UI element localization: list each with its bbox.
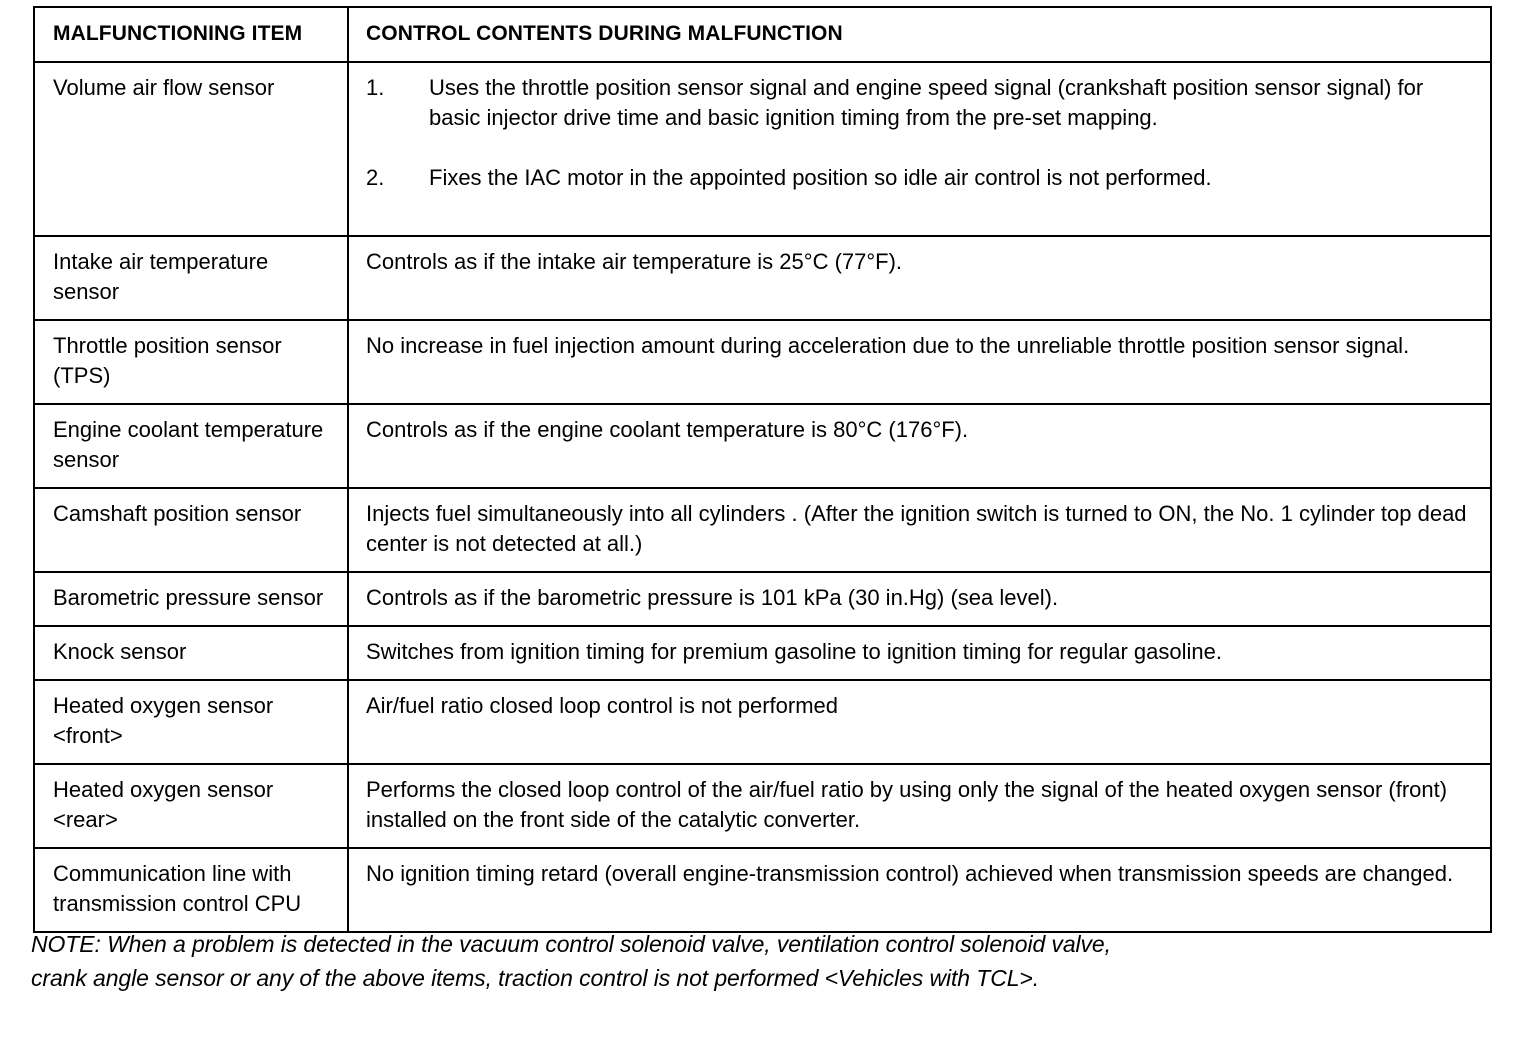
list-item-text: Uses the throttle position sensor signal… [429, 75, 1424, 130]
table-body: Volume air flow sensor 1. Uses the throt… [33, 61, 1492, 933]
table-cell-item: Intake air temperature sensor [33, 235, 349, 321]
item-text: Heated oxygen sensor <front> [53, 693, 274, 748]
list-item: 2. Fixes the IAC motor in the appointed … [366, 163, 1476, 223]
list-item-text: Fixes the IAC motor in the appointed pos… [429, 165, 1212, 190]
contents-text: Performs the closed loop control of the … [366, 777, 1448, 832]
table-cell-item: Volume air flow sensor [33, 61, 349, 237]
contents-text: Air/fuel ratio closed loop control is no… [366, 693, 839, 718]
malfunction-table: MALFUNCTIONING ITEM CONTROL CONTENTS DUR… [33, 6, 1492, 933]
table-row: Knock sensor Switches from ignition timi… [33, 625, 1492, 681]
contents-text: Controls as if the engine coolant temper… [366, 417, 969, 442]
table-cell-contents: 1. Uses the throttle position sensor sig… [347, 61, 1492, 237]
table-cell-contents: No ignition timing retard (overall engin… [347, 847, 1492, 933]
item-text: Intake air temperature sensor [53, 249, 269, 304]
table-cell-contents: Performs the closed loop control of the … [347, 763, 1492, 849]
column-header-control-contents: CONTROL CONTENTS DURING MALFUNCTION [347, 6, 1492, 63]
note-line-2: crank angle sensor or any of the above i… [31, 965, 1040, 991]
item-text: Throttle position sensor (TPS) [53, 333, 282, 388]
item-text: Communication line with transmission con… [53, 861, 302, 916]
table-row: Engine coolant temperature sensor Contro… [33, 403, 1492, 489]
table-row: Barometric pressure sensor Controls as i… [33, 571, 1492, 627]
table-cell-item: Engine coolant temperature sensor [33, 403, 349, 489]
table-cell-contents: No increase in fuel injection amount dur… [347, 319, 1492, 405]
table-cell-item: Camshaft position sensor [33, 487, 349, 573]
list-item: 1. Uses the throttle position sensor sig… [366, 73, 1476, 163]
table-row: Heated oxygen sensor <rear> Performs the… [33, 763, 1492, 849]
table-cell-item: Heated oxygen sensor <front> [33, 679, 349, 765]
contents-text: Controls as if the barometric pressure i… [366, 585, 1059, 610]
contents-text: Switches from ignition timing for premiu… [366, 639, 1222, 664]
table-row: Heated oxygen sensor <front> Air/fuel ra… [33, 679, 1492, 765]
table-cell-contents: Injects fuel simultaneously into all cyl… [347, 487, 1492, 573]
table-cell-contents: Controls as if the intake air temperatur… [347, 235, 1492, 321]
contents-text: Injects fuel simultaneously into all cyl… [366, 501, 1467, 556]
item-text: Heated oxygen sensor <rear> [53, 777, 274, 832]
contents-list-wrapper: 1. Uses the throttle position sensor sig… [349, 63, 1490, 235]
table-header: MALFUNCTIONING ITEM CONTROL CONTENTS DUR… [33, 6, 1492, 63]
table-cell-contents: Controls as if the barometric pressure i… [347, 571, 1492, 627]
table-cell-item: Knock sensor [33, 625, 349, 681]
table-header-row: MALFUNCTIONING ITEM CONTROL CONTENTS DUR… [33, 6, 1492, 63]
note-block: NOTE: When a problem is detected in the … [31, 927, 1491, 995]
column-header-control-contents-text: CONTROL CONTENTS DURING MALFUNCTION [366, 22, 843, 45]
table-row: Communication line with transmission con… [33, 847, 1492, 933]
table-cell-item: Communication line with transmission con… [33, 847, 349, 933]
contents-text: No increase in fuel injection amount dur… [366, 333, 1410, 358]
item-text: Volume air flow sensor [53, 75, 275, 100]
item-text: Knock sensor [53, 639, 187, 664]
list-item-number: 1. [366, 75, 385, 100]
contents-text: Controls as if the intake air temperatur… [366, 249, 903, 274]
table-cell-contents: Switches from ignition timing for premiu… [347, 625, 1492, 681]
column-header-malfunctioning-item: MALFUNCTIONING ITEM [33, 6, 349, 63]
table-cell-contents: Controls as if the engine coolant temper… [347, 403, 1492, 489]
malfunction-table-wrapper: MALFUNCTIONING ITEM CONTROL CONTENTS DUR… [33, 6, 1492, 933]
table-row: Camshaft position sensor Injects fuel si… [33, 487, 1492, 573]
table-row: Volume air flow sensor 1. Uses the throt… [33, 61, 1492, 237]
column-header-malfunctioning-item-text: MALFUNCTIONING ITEM [53, 22, 303, 45]
note-line-1: NOTE: When a problem is detected in the … [31, 931, 1111, 957]
item-text: Camshaft position sensor [53, 501, 302, 526]
list-item-number: 2. [366, 165, 385, 190]
table-cell-item: Barometric pressure sensor [33, 571, 349, 627]
table-cell-item: Heated oxygen sensor <rear> [33, 763, 349, 849]
table-cell-item: Throttle position sensor (TPS) [33, 319, 349, 405]
table-row: Intake air temperature sensor Controls a… [33, 235, 1492, 321]
contents-text: No ignition timing retard (overall engin… [366, 861, 1454, 886]
table-row: Throttle position sensor (TPS) No increa… [33, 319, 1492, 405]
numbered-list: 1. Uses the throttle position sensor sig… [366, 73, 1476, 223]
table-cell-contents: Air/fuel ratio closed loop control is no… [347, 679, 1492, 765]
item-text: Engine coolant temperature sensor [53, 417, 324, 472]
item-text: Barometric pressure sensor [53, 585, 324, 610]
